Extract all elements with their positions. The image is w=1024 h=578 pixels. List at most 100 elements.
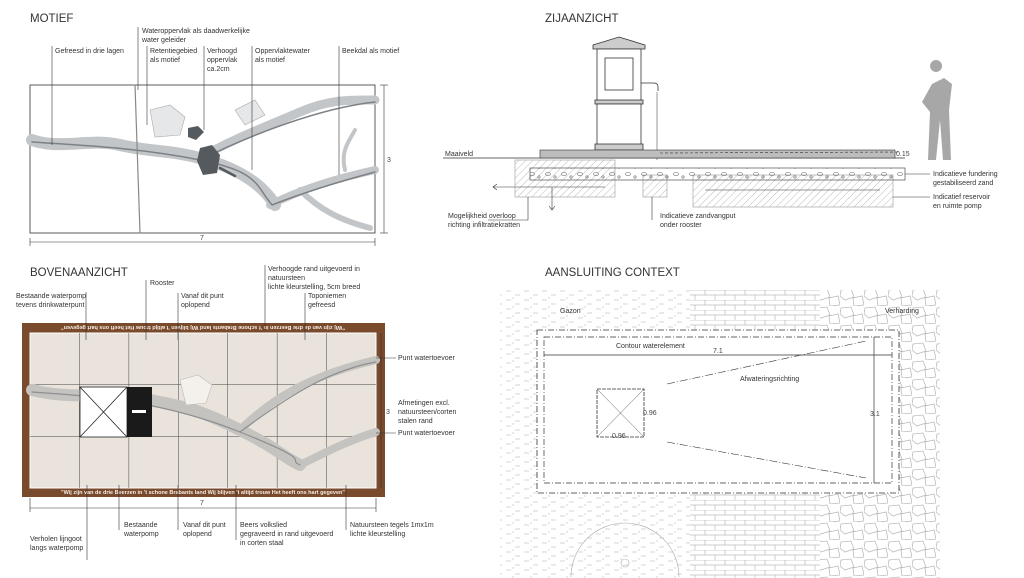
maaiveld-label: Maaiveld (445, 151, 473, 158)
contour-label: Contour waterelement (616, 343, 685, 350)
leader-line (488, 197, 529, 221)
stabilized-sand-foundation (529, 167, 906, 181)
roster-footprint (596, 388, 645, 438)
wateroppervlak-annotation: Wateroppervlak als daadwerkelijke water g… (141, 28, 250, 44)
water-element-contour (543, 336, 893, 484)
annotation-line: en ruimte pomp (933, 203, 982, 210)
annotation-line: lichte kleurstelling (350, 531, 405, 538)
roster-cross (596, 388, 645, 438)
annotation-line: Verhoogde rand uitgevoerd in (268, 266, 360, 273)
anthem-engraving-bottom: "Wij zijn van de drie Beerzen in 't scho… (61, 490, 345, 496)
annotation-line: richting infiltratiekratten (448, 222, 520, 229)
roster-width-dimension: 0.96 (612, 433, 626, 440)
fundering-annotation: Indicatieve fundering gestabiliseerd zand (933, 171, 998, 187)
top-view-height-dimension: 3 (386, 409, 390, 416)
vanaf-bottom-annotation: Vanaf dit punt oplopend (183, 522, 226, 538)
annotation-line: Indicatieve fundering (933, 171, 998, 178)
flow-arrows (492, 151, 901, 211)
annotation-line: Verholen lijngoot (30, 536, 82, 543)
annotation-line: Bestaande (124, 522, 158, 529)
zijaanzicht-section: ZIJAANZICHT Maaiveld 0.15 (443, 13, 952, 211)
gefreesd-annotation: Gefreesd in drie lagen (55, 48, 124, 55)
annotation-line: oppervlak (207, 57, 238, 64)
annotation-line: Beers volkslied (240, 522, 287, 529)
water-pump-drawing (592, 36, 659, 160)
annotation-line: Natuursteen tegels 1mx1m (350, 522, 434, 529)
roster-slot (132, 410, 146, 413)
motief-dimension-lines (29, 84, 388, 246)
annotation-line: water geleider (141, 37, 187, 44)
annotation-line: Bestaande waterpomp (16, 293, 86, 300)
punt2-annotation: Punt watertoevoer (398, 430, 455, 437)
annotation-line: ca.2cm (207, 66, 230, 73)
paving-height-dimension: 0.15 (896, 151, 910, 158)
motief-height-dimension: 3 (387, 157, 391, 164)
annotation-line: onder rooster (660, 222, 702, 229)
annotation-line: Vanaf dit punt (183, 522, 226, 529)
annotation-line: Oppervlaktewater (255, 48, 311, 55)
annotation-line: Rooster (150, 280, 175, 287)
top-view-dimension-lines (29, 333, 382, 512)
vanaf-top-annotation: Vanaf dit punt oplopend (181, 293, 224, 309)
annotation-line: in corten staal (240, 540, 284, 547)
anthem-engraving-top: "Wij zijn van de drie Beerzen in 't scho… (61, 324, 345, 330)
rooster-annotation: Rooster (150, 280, 175, 287)
afmetingen-annotation: Afmetingen excl. natuursteen/corten stalen… (398, 400, 456, 425)
annotation-line: natuursteen/corten (398, 409, 456, 416)
reservoir-annotation: Indicatief reservoir en ruimte pomp (933, 194, 991, 210)
annotation-line: natuursteen (268, 275, 305, 282)
annotation-line: Mogelijkheid overloop (448, 213, 516, 220)
motief-width-dimension: 7 (200, 235, 204, 242)
punt1-annotation: Punt watertoevoer (398, 355, 455, 362)
tree-pit-circle (570, 522, 680, 578)
overloop-annotation: Mogelijkheid overloop richting infiltrati… (448, 213, 520, 229)
drainage-direction-label: Afwateringsrichting (740, 376, 799, 383)
reservoir-block (692, 174, 894, 208)
annotation-line: langs waterpomp (30, 545, 83, 552)
context-width-dimension: 7.1 (713, 348, 723, 355)
context-title: AANSLUITING CONTEXT (545, 267, 680, 279)
annotation-line: Punt watertoevoer (398, 355, 455, 362)
annotation-line: Indicatief reservoir (933, 194, 991, 201)
annotation-line: Verhoogd (207, 48, 237, 55)
motief-section: MOTIEF 7 3 (26, 13, 391, 246)
verhoogd-annotation: Verhoogd oppervlak ca.2cm (207, 48, 238, 73)
lijngoot-annotation: Verholen lijngoot langs waterpomp (30, 536, 83, 552)
annotation-line: Afmetingen excl. (398, 400, 450, 407)
annotation-line: Gefreesd in drie lagen (55, 48, 124, 55)
annotation-line: Vanaf dit punt (181, 293, 224, 300)
zijaanzicht-title: ZIJAANZICHT (545, 13, 618, 25)
motief-river-map (26, 84, 380, 234)
pump-cross-mark (79, 386, 128, 438)
annotation-line: gegraveerd in rand uitgevoerd (240, 531, 334, 538)
bovenaanzicht-title: BOVENAANZICHT (30, 267, 128, 279)
annotation-labels: Gefreesd in drie lagen Wateroppervlak als… (16, 27, 998, 560)
annotation-line: oplopend (183, 531, 212, 538)
verharding-label: Verharding (885, 308, 919, 315)
tree-trunk (620, 558, 630, 568)
beekdal-annotation: Beekdal als motief (342, 48, 399, 55)
annotation-line: als motief (150, 57, 180, 64)
annotation-line: tevens drinkwaterpunt (16, 302, 85, 309)
annotation-line: Punt watertoevoer (398, 430, 455, 437)
context-section: AANSLUITING CONTEXT Gazon Verharding Con… (500, 267, 940, 578)
annotation-line: gestabiliseerd zand (933, 180, 993, 187)
annotation-line: Beekdal als motief (342, 48, 399, 55)
drainage-direction-lines (666, 340, 867, 479)
human-scale-silhouette (922, 60, 952, 160)
annotation-line: gefreesd (308, 302, 335, 309)
context-height-dimension: 3.1 (870, 411, 880, 418)
tegels-annotation: Natuursteen tegels 1mx1m lichte kleurstel… (350, 522, 434, 538)
annotation-line: Wateroppervlak als daadwerkelijke (142, 28, 250, 35)
bovenaanzicht-section: BOVENAANZICHT "Wij zijn van de drie Beer… (22, 267, 390, 512)
annotation-line: stalen rand (398, 418, 433, 425)
annotation-line: oplopend (181, 302, 210, 309)
volkslied-annotation: Beers volkslied gegraveerd in rand uitgev… (240, 522, 334, 547)
